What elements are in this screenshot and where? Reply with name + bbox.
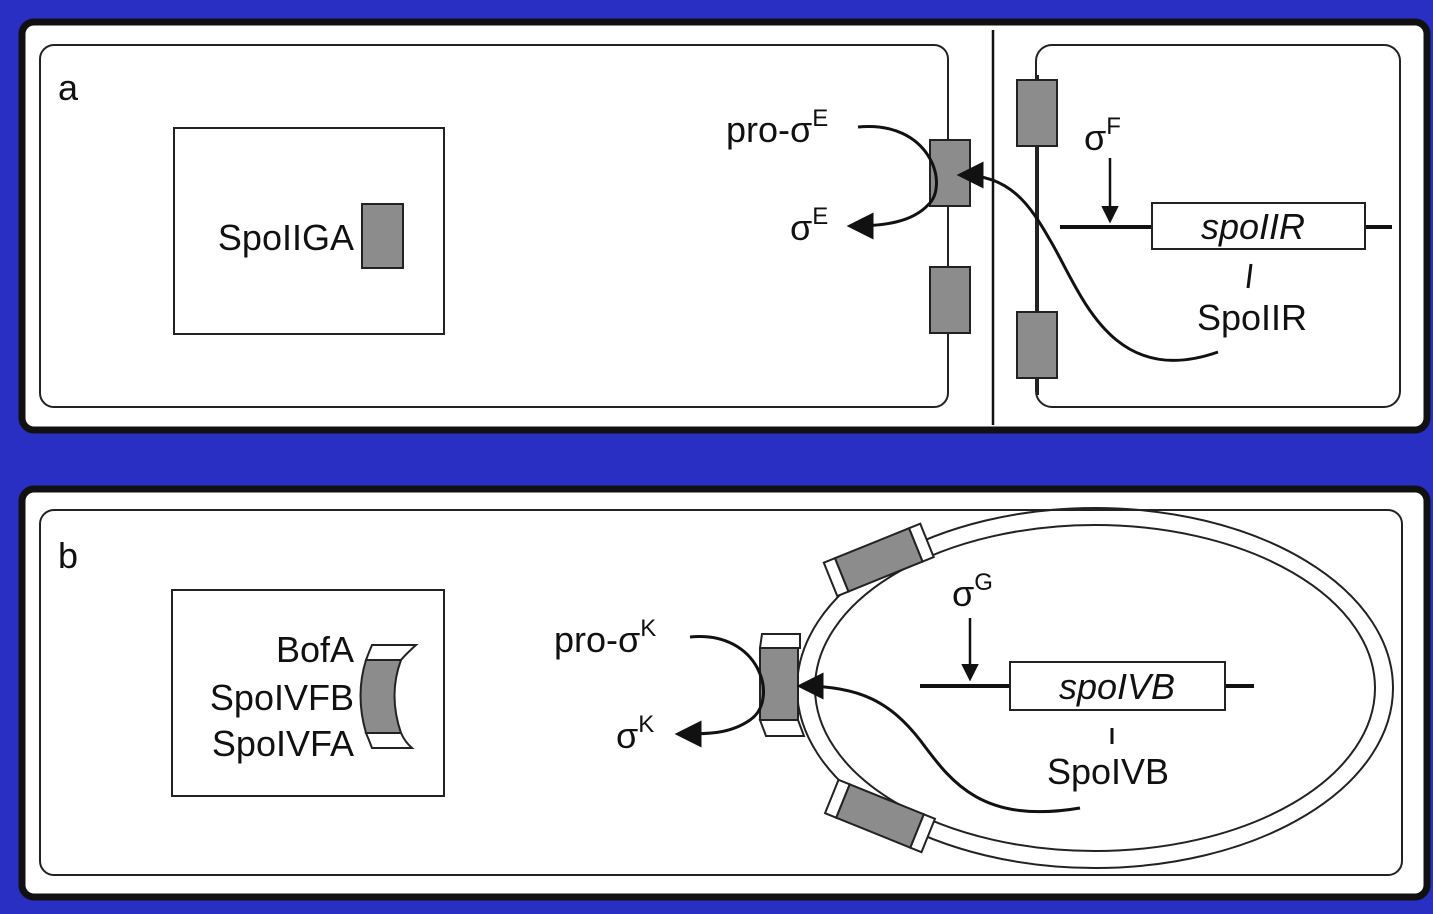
membrane-complex-left: [758, 633, 806, 737]
sigma-k-label: σK: [616, 711, 654, 756]
pro-sigma-e-label: pro-σE: [726, 105, 828, 150]
signal-arrow-b: [796, 672, 1081, 814]
legend-box-b: [171, 589, 445, 797]
legend-bofa-label: BofA: [276, 629, 354, 670]
pro-sigma-k-label: pro-σK: [554, 615, 656, 660]
panel-a-letter: a: [58, 67, 79, 108]
forespore-a: [1035, 44, 1401, 408]
membrane-protein: [1016, 79, 1058, 147]
legend-complex-bottom-segment: [364, 732, 415, 749]
membrane-complex-bottom: [823, 778, 937, 854]
legend-spoivfa-label: SpoIVFA: [212, 723, 354, 764]
processing-arrow-b: [674, 635, 765, 748]
legend-spoiiga-icon: [361, 203, 404, 269]
gene-spoivb-label: spoIVB: [1059, 666, 1175, 707]
gene-spoiir-label: spoIIR: [1201, 206, 1305, 247]
gene-product-spoivb-label: SpoIVB: [1047, 751, 1169, 792]
legend-spoivfb-label: SpoIVFB: [210, 677, 354, 718]
processing-arrow-a: [846, 125, 938, 240]
gene-box-b: [1009, 661, 1226, 711]
sigma-e-label: σE: [790, 203, 828, 248]
panel-a: SpoIIGA a pro-σE σE σF spoIIR SpoIIR: [18, 18, 1431, 434]
mother-cell-a: [39, 44, 949, 408]
membrane-complex-top: [822, 522, 936, 598]
legend-spoiiga-label: SpoIIGA: [218, 217, 354, 258]
sigma-g-label: σG: [952, 569, 993, 614]
legend-complex-middle-segment: [359, 659, 403, 734]
panel-b-letter: b: [58, 535, 78, 576]
mother-cell-b: [39, 509, 1403, 876]
membrane-protein: [1016, 311, 1058, 379]
sigma-f-label: σF: [1084, 113, 1121, 158]
gene-product-tick-a: [1246, 263, 1253, 289]
spoiiga-protein-septum: [929, 266, 971, 334]
gene-box-a: [1151, 202, 1366, 250]
signal-arrow-a: [956, 161, 1219, 362]
gene-product-spoiir-label: SpoIIR: [1197, 297, 1307, 338]
panel-b: b BofA SpoIVFB SpoIVFA pr: [18, 485, 1431, 901]
